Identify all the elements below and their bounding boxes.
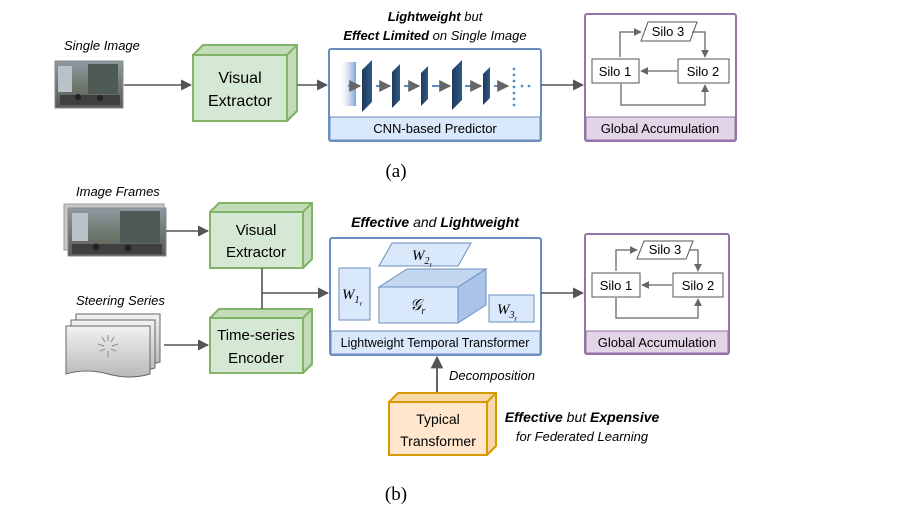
w2-label: W2r [412,248,433,269]
encoder-line2: Encoder [228,350,284,367]
image-frames-thumbnail [63,203,167,257]
single-image-label: Single Image [64,38,140,53]
silo3-a-node [640,21,698,42]
encoder-line1: Time-series [217,327,295,344]
silo1-a-node [591,58,640,84]
image-frames-label: Image Frames [76,184,160,199]
panel-b: Image Frames Visual Extractor Steering S… [63,184,730,505]
predictor-caption-line2: Effect Limited on Single Image [343,28,526,43]
extractor-a-line1: Visual [218,70,261,87]
extractor-b-line1: Visual [236,222,277,239]
panel-a: Single Image Visual Extractor Lightweigh… [54,9,737,182]
cnn-predictor-box: CNN-based Predictor [328,48,542,142]
accumulation-b-label: Global Accumulation [598,335,717,350]
subfigure-a-label: (a) [385,161,406,182]
predictor-caption-line1: Lightweight but [388,9,484,24]
merge-connector [261,268,330,309]
w2-block [378,242,472,267]
global-accumulation-b: Global Accumulation Silo 3 Silo 1 Silo 2 [584,233,730,355]
visual-extractor-a: Visual Extractor [192,44,298,122]
single-image-thumbnail [54,60,124,109]
visual-extractor-b: Visual Extractor [209,202,313,269]
expensive-caption-line2: for Federated Learning [516,429,649,444]
typical-line2: Transformer [400,433,476,449]
g-core-tensor: 𝒢r [377,268,488,324]
silo1-b-node [591,272,641,298]
silo1-a-label: Silo 1 [599,64,632,79]
global-accumulation-a: Global Accumulation Silo 3 Silo 1 Silo 2 [584,13,737,142]
subfigure-b-label: (b) [385,484,407,505]
silo2-a-node [677,58,730,84]
typical-transformer: Typical Transformer [388,392,497,456]
w3-block [488,294,535,323]
w3-label: W3r [497,302,518,323]
silo3-b-label: Silo 3 [649,242,682,257]
steering-series-label: Steering Series [76,293,165,308]
accumulation-a-label: Global Accumulation [601,121,720,136]
silo1-b-label: Silo 1 [600,278,633,293]
decomposition-label: Decomposition [449,368,535,383]
transformer-label: Lightweight Temporal Transformer [341,336,530,350]
silo3-a-label: Silo 3 [652,24,685,39]
typical-line1: Typical [416,411,460,427]
g-label: 𝒢r [410,297,425,317]
cnn-layers-icon [340,60,531,112]
lightweight-temporal-transformer-box: Lightweight Temporal Transformer W1r W2r… [329,237,542,356]
time-series-encoder: Time-series Encoder [209,308,313,374]
silo2-b-label: Silo 2 [682,278,715,293]
w1-block [338,267,371,321]
w1-label: W1r [342,287,363,308]
silo3-b-node [636,240,694,260]
extractor-b-line2: Extractor [226,244,286,261]
silo2-a-label: Silo 2 [687,64,720,79]
predictor-label: CNN-based Predictor [373,121,497,136]
transformer-caption: Effective and Lightweight [351,214,520,230]
steering-series-icon [65,313,161,378]
silo2-b-node [672,272,724,298]
expensive-caption-line1: Effective but Expensive [505,409,660,425]
extractor-a-line2: Extractor [208,93,273,110]
